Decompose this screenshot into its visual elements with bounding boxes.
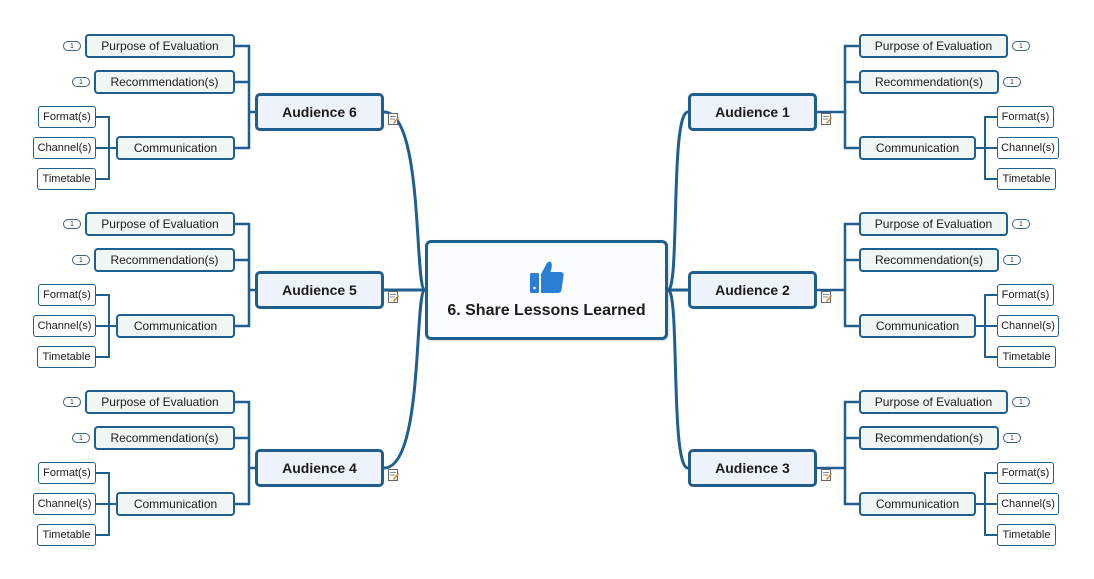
note-icon[interactable]	[388, 113, 399, 125]
channel-node[interactable]: Channel(s)	[33, 315, 96, 337]
count-badge[interactable]: 1	[1012, 397, 1030, 407]
format-node[interactable]: Format(s)	[997, 106, 1054, 128]
timetable-node[interactable]: Timetable	[997, 346, 1056, 368]
purpose-of-evaluation-node[interactable]: Purpose of Evaluation	[859, 34, 1008, 58]
recommendations-node[interactable]: Recommendation(s)	[94, 70, 235, 94]
count-badge[interactable]: 1	[72, 77, 90, 87]
note-icon[interactable]	[821, 291, 832, 303]
connector-line	[666, 288, 690, 470]
central-title: 6. Share Lessons Learned	[447, 302, 646, 319]
count-badge[interactable]: 1	[1003, 77, 1021, 87]
format-node[interactable]: Format(s)	[38, 462, 96, 484]
channel-node[interactable]: Channel(s)	[997, 493, 1059, 515]
communication-node[interactable]: Communication	[859, 314, 976, 338]
communication-node[interactable]: Communication	[859, 136, 976, 160]
recommendations-node[interactable]: Recommendation(s)	[859, 70, 999, 94]
count-badge[interactable]: 1	[1003, 255, 1021, 265]
communication-node[interactable]: Communication	[116, 492, 235, 516]
purpose-of-evaluation-node[interactable]: Purpose of Evaluation	[859, 390, 1008, 414]
audience-4-topic[interactable]: Audience 4	[255, 449, 384, 487]
audience-2-topic[interactable]: Audience 2	[688, 271, 817, 309]
channel-node[interactable]: Channel(s)	[997, 315, 1059, 337]
recommendations-node[interactable]: Recommendation(s)	[859, 248, 999, 272]
communication-node[interactable]: Communication	[116, 314, 235, 338]
count-badge[interactable]: 1	[63, 219, 81, 229]
purpose-of-evaluation-node[interactable]: Purpose of Evaluation	[85, 390, 235, 414]
recommendations-node[interactable]: Recommendation(s)	[94, 248, 235, 272]
timetable-node[interactable]: Timetable	[37, 346, 96, 368]
note-icon[interactable]	[388, 469, 399, 481]
format-node[interactable]: Format(s)	[38, 284, 96, 306]
purpose-of-evaluation-node[interactable]: Purpose of Evaluation	[85, 212, 235, 236]
communication-node[interactable]: Communication	[116, 136, 235, 160]
channel-node[interactable]: Channel(s)	[997, 137, 1059, 159]
format-node[interactable]: Format(s)	[38, 106, 96, 128]
audience-6-topic[interactable]: Audience 6	[255, 93, 384, 131]
audience-1-topic[interactable]: Audience 1	[688, 93, 817, 131]
connector-line	[382, 110, 427, 292]
recommendations-node[interactable]: Recommendation(s)	[859, 426, 999, 450]
connector-line	[382, 288, 427, 470]
channel-node[interactable]: Channel(s)	[33, 137, 96, 159]
thumbs-up-icon	[529, 261, 564, 293]
format-node[interactable]: Format(s)	[997, 284, 1054, 306]
count-badge[interactable]: 1	[63, 41, 81, 51]
count-badge[interactable]: 1	[1012, 219, 1030, 229]
channel-node[interactable]: Channel(s)	[33, 493, 96, 515]
timetable-node[interactable]: Timetable	[37, 524, 96, 546]
note-icon[interactable]	[388, 291, 399, 303]
recommendations-node[interactable]: Recommendation(s)	[94, 426, 235, 450]
count-badge[interactable]: 1	[72, 255, 90, 265]
communication-node[interactable]: Communication	[859, 492, 976, 516]
audience-5-topic[interactable]: Audience 5	[255, 271, 384, 309]
note-icon[interactable]	[821, 469, 832, 481]
timetable-node[interactable]: Timetable	[37, 168, 96, 190]
count-badge[interactable]: 1	[63, 397, 81, 407]
connector-line	[666, 110, 690, 292]
purpose-of-evaluation-node[interactable]: Purpose of Evaluation	[85, 34, 235, 58]
count-badge[interactable]: 1	[1012, 41, 1030, 51]
purpose-of-evaluation-node[interactable]: Purpose of Evaluation	[859, 212, 1008, 236]
format-node[interactable]: Format(s)	[997, 462, 1054, 484]
central-topic[interactable]: 6. Share Lessons Learned	[425, 240, 668, 340]
note-icon[interactable]	[821, 113, 832, 125]
audience-3-topic[interactable]: Audience 3	[688, 449, 817, 487]
count-badge[interactable]: 1	[72, 433, 90, 443]
count-badge[interactable]: 1	[1003, 433, 1021, 443]
timetable-node[interactable]: Timetable	[997, 524, 1056, 546]
timetable-node[interactable]: Timetable	[997, 168, 1056, 190]
